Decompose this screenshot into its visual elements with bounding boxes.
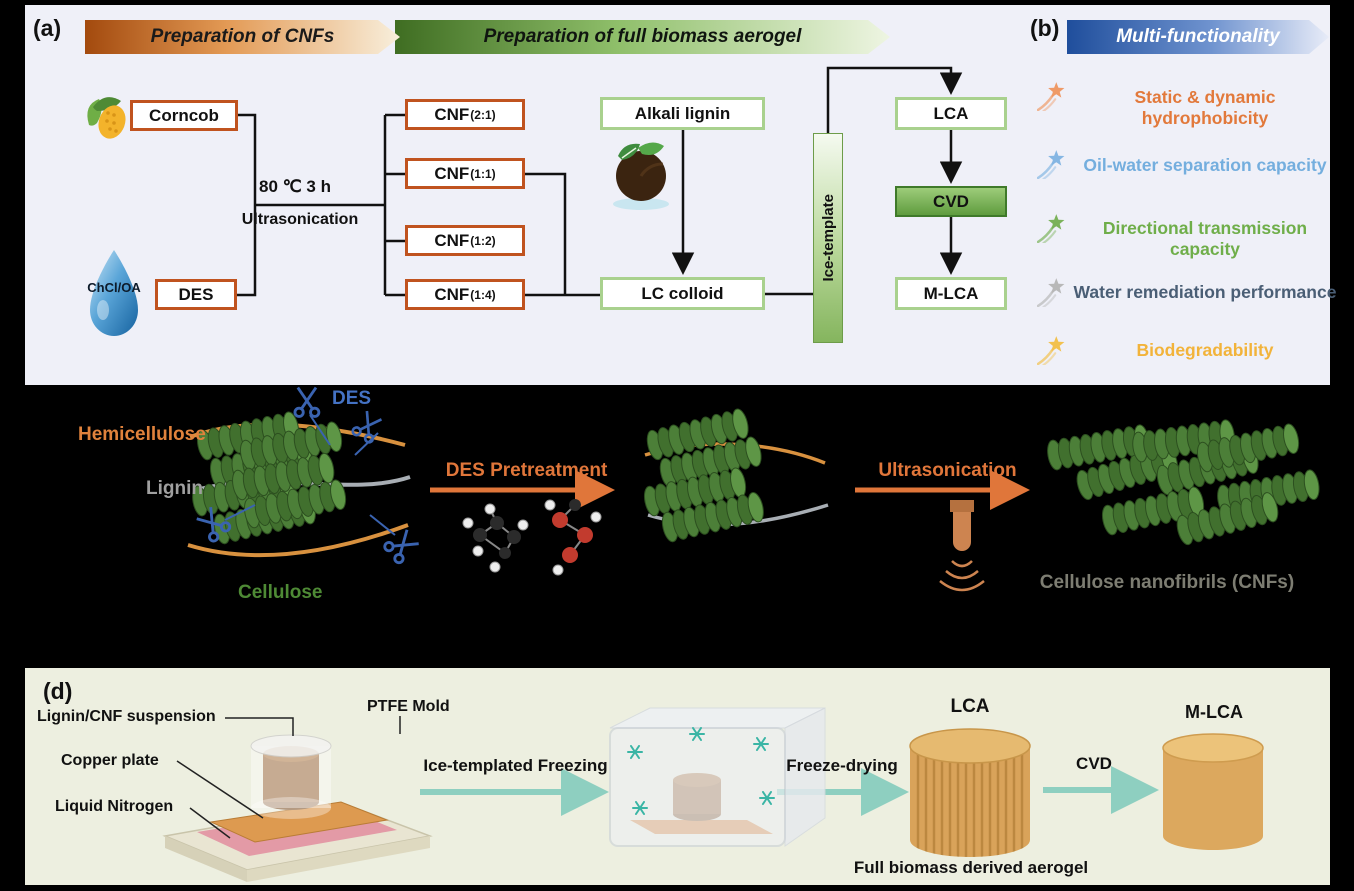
ice-template-label: Ice-template [819,194,837,282]
cnf-process-illustration [187,386,1322,592]
cnf-label: CNF [434,284,470,304]
banner-multifunctionality: Multi-functionality [1067,20,1329,54]
des-label: DES [332,388,372,409]
lca-box: LCA [895,97,1007,130]
banner-preparation-cnfs: Preparation of CNFs [85,20,400,54]
panel-b-label: (b) [1030,15,1060,41]
condition-method: Ultrasonication [241,211,359,228]
cellulose-label: Cellulose [238,582,323,603]
aerogel-process-illustration [162,707,1264,882]
functionality-biodegradability: Biodegradability [1136,340,1274,360]
cnf-ratio: (1:1) [470,166,496,181]
cvd-label: CVD [1076,754,1112,773]
lignin-sphere-icon [613,142,669,210]
suspension-label: Lignin/CNF suspension [37,708,216,725]
shooting-star-icon [1036,277,1067,309]
panel-a-b: (a) Preparation of CNFs Preparation of f… [25,5,1336,385]
freeze-drying-label: Freeze-drying [786,756,898,775]
cnf-1-1-box: CNF(1:1) [405,158,525,189]
functionality-directional: Directional transmission capacity [1102,218,1308,259]
panel-d: (d) Lignin/CNF suspension PTFE Mold Copp… [25,668,1330,885]
cnf-label: CNF [434,163,470,183]
condition-temperature: 80 ℃ 3 h [258,177,331,196]
functionality-remediation: Water remediation performance [1073,282,1337,302]
mlca-label: M-LCA [1185,702,1243,722]
aerogel-caption: Full biomass derived aerogel [853,858,1089,877]
chcl-oa-label: ChCl/OA [87,280,141,295]
ultrasonication-label: Ultrasonication [878,460,1017,481]
cnf-1-2-box: CNF(1:2) [405,225,525,256]
ice-templated-freezing-label: Ice-templated Freezing [423,756,608,775]
mlca-box: M-LCA [895,277,1007,310]
cnf-ratio: (1:2) [470,233,496,248]
ice-template-box: Ice-template [813,133,843,343]
cnf-1-4-box: CNF(1:4) [405,279,525,310]
flowchart-connectors [237,66,963,297]
cnf-ratio: (2:1) [470,107,496,122]
shooting-star-icon [1036,213,1067,245]
banner-preparation-aerogel: Preparation of full biomass aerogel [395,20,890,54]
water-drop-icon [90,250,138,336]
ptfe-mold-label: PTFE Mold [367,698,450,715]
des-box: DES [155,279,237,310]
liquid-nitrogen-label: Liquid Nitrogen [55,798,174,815]
shooting-star-icon [1036,335,1067,367]
functionality-hydrophobicity: Static & dynamic hydrophobicity [1134,87,1276,128]
cnf-label: CNF [434,104,470,124]
corncob-box: Corncob [130,100,238,131]
functionality-oil-water: Oil-water separation capacity [1083,155,1327,175]
cnf-2-1-box: CNF(2:1) [405,99,525,130]
shooting-star-icon [1036,149,1067,181]
shooting-star-icon [1036,81,1067,113]
alkali-lignin-box: Alkali lignin [600,97,765,130]
des-drop-icon: ChCl/OA [85,248,143,340]
cnf-label: CNF [434,230,470,250]
cvd-box: CVD [895,186,1007,217]
cnf-ratio: (1:4) [470,287,496,302]
panel-d-label: (d) [43,678,73,704]
panel-a-label: (a) [33,15,62,41]
lc-colloid-box: LC colloid [600,277,765,310]
lignin-label: Lignin [146,478,203,499]
corncob-icon [87,97,126,139]
des-pretreatment-label: DES Pretreatment [445,460,608,481]
copper-plate-label: Copper plate [61,752,159,769]
cnfs-product-label: Cellulose nanofibrils (CNFs) [1039,572,1295,593]
hemicellulose-label: Hemicellulose [78,424,206,445]
lca-label: LCA [950,696,990,717]
